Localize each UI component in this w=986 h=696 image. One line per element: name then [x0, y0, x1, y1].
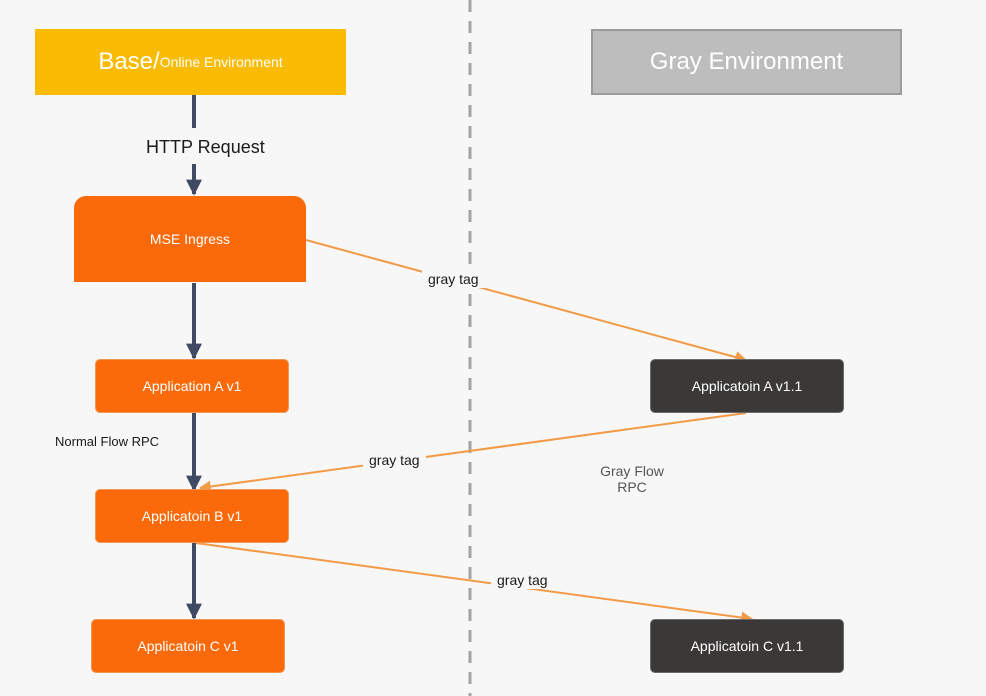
normal-flow-label: Normal Flow RPC [55, 434, 160, 449]
edge-app-b-to-app-c-gray [195, 542, 754, 624]
http-request-label: HTTP Request [146, 137, 265, 157]
edge-app-a-gray-to-app-b [198, 412, 747, 493]
gray-flow-label-line2: RPC [617, 479, 647, 495]
mse-ingress-node: MSE Ingress [74, 196, 306, 282]
application-c-v1-node: Applicatoin C v1 [91, 619, 285, 673]
application-a-v1-node: Application A v1 [95, 359, 289, 413]
application-c-v1-1-node: Applicatoin C v1.1 [650, 619, 844, 673]
gray-flow-label: Gray Flow RPC [592, 463, 672, 495]
gray-flow-label-line1: Gray Flow [600, 463, 664, 479]
base-environment-subtitle: Online Environment [159, 54, 283, 70]
gray-environment-title: Gray Environment [649, 48, 844, 75]
gray-environment-header: Gray Environment [591, 29, 902, 95]
base-environment-header: Base/Online Environment [35, 29, 346, 95]
gray-tag-label: gray tag [422, 270, 485, 288]
application-a-v1-1-node: Applicatoin A v1.1 [650, 359, 844, 413]
application-b-v1-node: Applicatoin B v1 [95, 489, 289, 543]
gray-tag-label: gray tag [491, 571, 554, 589]
edge-ingress-to-app-a-gray [305, 239, 748, 363]
base-environment-title: Base/ [98, 48, 160, 75]
gray-tag-label: gray tag [363, 451, 426, 469]
